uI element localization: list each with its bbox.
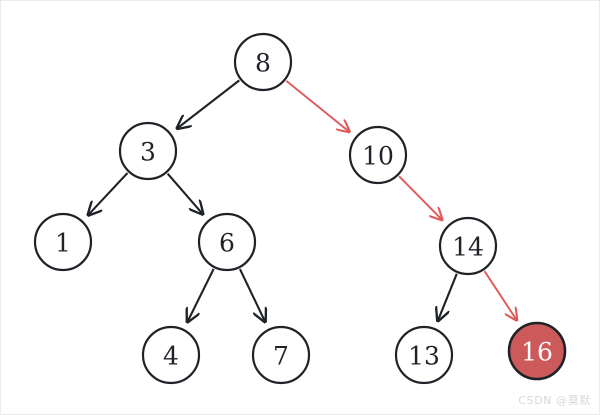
tree-node-16[interactable]: 16 [507, 321, 567, 381]
node-label-16: 16 [521, 338, 553, 367]
tree-node-10[interactable]: 10 [348, 125, 408, 185]
tree-edge-n8-n3 [177, 79, 240, 128]
tree-node-3[interactable]: 3 [118, 121, 178, 181]
tree-edge-n14-n13 [438, 273, 458, 321]
node-label-1: 1 [55, 229, 71, 258]
node-label-7: 7 [273, 342, 289, 371]
node-label-10: 10 [362, 142, 394, 171]
tree-edge-n3-n6 [166, 172, 203, 214]
edge-layer [88, 79, 516, 322]
node-label-14: 14 [452, 233, 484, 262]
node-circle-16[interactable] [507, 321, 567, 381]
node-circle-1[interactable] [33, 212, 93, 272]
node-label-13: 13 [408, 342, 440, 371]
node-circle-7[interactable] [251, 325, 311, 385]
node-circle-6[interactable] [197, 212, 257, 272]
tree-node-4[interactable]: 4 [141, 325, 201, 385]
node-circle-14[interactable] [438, 216, 498, 276]
tree-node-13[interactable]: 13 [394, 325, 454, 385]
node-circle-8[interactable] [233, 32, 293, 92]
tree-edge-n3-n1 [88, 172, 129, 215]
tree-edge-n6-n4 [187, 268, 215, 322]
tree-node-1[interactable]: 1 [33, 212, 93, 272]
node-label-4: 4 [163, 342, 179, 371]
node-label-8: 8 [255, 49, 271, 78]
node-circle-3[interactable] [118, 121, 178, 181]
tree-node-6[interactable]: 6 [197, 212, 257, 272]
node-label-3: 3 [140, 138, 156, 167]
tree-edge-n14-n16 [483, 270, 516, 320]
tree-node-14[interactable]: 14 [438, 216, 498, 276]
tree-edge-n10-n14 [398, 175, 442, 219]
tree-node-7[interactable]: 7 [251, 325, 311, 385]
tree-edge-n6-n7 [238, 268, 265, 322]
node-circle-13[interactable] [394, 325, 454, 385]
tree-edge-n8-n10 [285, 80, 349, 132]
node-label-6: 6 [219, 229, 235, 258]
tree-node-8[interactable]: 8 [233, 32, 293, 92]
node-circle-4[interactable] [141, 325, 201, 385]
watermark-text: CSDN @莫默 [518, 394, 591, 407]
node-circle-10[interactable] [348, 125, 408, 185]
